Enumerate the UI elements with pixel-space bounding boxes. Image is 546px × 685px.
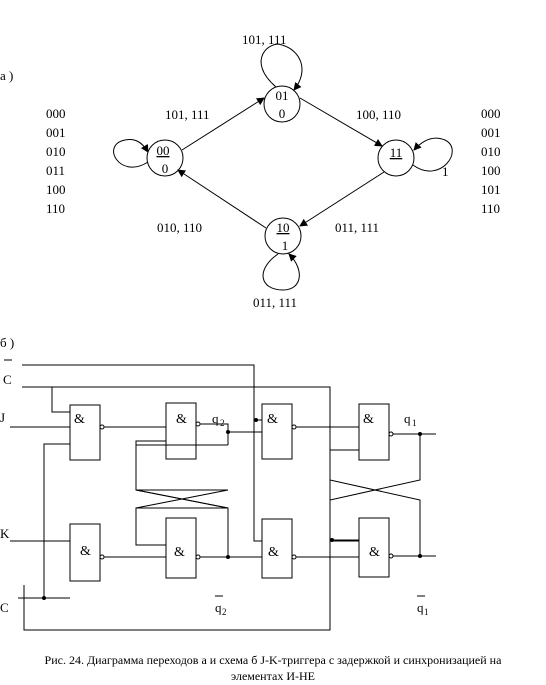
gate-symbol: & <box>80 544 91 559</box>
loop-01-label: 101, 111 <box>242 32 287 47</box>
gate-symbol: & <box>268 545 279 560</box>
gate-symbol: & <box>174 545 185 560</box>
s11-to-s10-label: 011, 111 <box>335 220 379 235</box>
state-10-output: 1 <box>282 238 289 253</box>
input-k-label: K <box>0 526 10 541</box>
part-b-label: б ) <box>0 335 14 350</box>
right-code: 001 <box>481 125 501 140</box>
arrow-10-to-00 <box>177 169 267 229</box>
arrow-00-to-01 <box>181 97 265 151</box>
q1-label: q <box>404 411 411 426</box>
arrow-01-to-11 <box>299 97 383 147</box>
q2-bar-label: q <box>215 600 222 615</box>
left-code: 110 <box>46 201 65 216</box>
gate-symbol: & <box>363 412 374 427</box>
left-code-list: 000 001 010 011 100 110 <box>46 106 66 216</box>
arrow-11-to-10 <box>299 171 385 227</box>
gate-j-input: & <box>69 404 105 461</box>
gate-slave-in-bottom: & <box>261 518 297 579</box>
output-q2: q 2 <box>212 411 225 428</box>
state-10: 10 1 <box>264 217 302 255</box>
state-01-output: 0 <box>279 106 286 121</box>
gate-master-top: & <box>165 402 201 460</box>
right-code-list: 000 001 010 100 101 110 <box>481 106 501 216</box>
s10-to-s00-label: 010, 110 <box>157 220 202 235</box>
q2-subscript: 2 <box>220 418 225 428</box>
s01-to-s11-label: 100, 110 <box>356 107 401 122</box>
left-code: 001 <box>46 125 66 140</box>
right-code: 100 <box>481 163 501 178</box>
caption-line-1: Рис. 24. Диаграмма переходов а и схема б… <box>44 653 502 667</box>
gate-slave-in-top: & <box>261 403 297 460</box>
left-code: 010 <box>46 144 66 159</box>
gate-slave-out-top: & <box>358 403 394 461</box>
left-code: 100 <box>46 182 66 197</box>
input-j-label: J <box>0 410 5 425</box>
state-00-output: 0 <box>162 161 169 176</box>
right-code: 010 <box>481 144 501 159</box>
state-00-code: 00 <box>157 143 170 158</box>
state-10-code: 10 <box>277 220 290 235</box>
left-code: 000 <box>46 106 66 121</box>
left-code: 011 <box>46 163 65 178</box>
caption-line-2: элементах И-НЕ <box>231 669 315 683</box>
state-01: 01 0 <box>263 85 301 123</box>
output-q1: q 1 <box>404 411 417 428</box>
gate-symbol: & <box>267 412 278 427</box>
gate-master-bottom: & <box>165 517 201 579</box>
loop-00-arrow <box>113 139 149 168</box>
gate-k-input: & <box>69 523 105 582</box>
figure-caption: Рис. 24. Диаграмма переходов а и схема б… <box>0 652 546 684</box>
junction-dots <box>42 418 422 600</box>
q1-subscript: 1 <box>412 418 417 428</box>
right-code: 110 <box>481 201 500 216</box>
q1-bar-label: q <box>417 600 424 615</box>
state-01-code: 01 <box>276 88 289 103</box>
q2-label: q <box>212 411 219 426</box>
gate-symbol: & <box>176 412 187 427</box>
loop-01-arrow <box>260 43 303 91</box>
state-11: 11 <box>377 139 415 177</box>
q2-bar-subscript: 2 <box>222 607 227 617</box>
right-code: 101 <box>481 182 501 197</box>
wiring <box>10 364 436 631</box>
gate-symbol: & <box>74 412 85 427</box>
loop-10-arrow <box>262 253 300 291</box>
state-00: 00 0 <box>146 139 184 177</box>
loop-10-label: 011, 111 <box>253 295 297 310</box>
right-code: 000 <box>481 106 501 121</box>
output-q1-bar: q 1 <box>417 595 429 617</box>
s00-to-s01-label: 101, 111 <box>165 107 210 122</box>
state-11-code: 11 <box>390 145 403 160</box>
part-a-label: а ) <box>0 68 13 83</box>
q1-bar-subscript: 1 <box>424 607 429 617</box>
loop-11-arrow <box>412 137 453 172</box>
input-c-label: C <box>0 600 9 615</box>
gate-slave-out-bottom: & <box>358 517 394 578</box>
loop-11-label: 1 <box>442 164 449 179</box>
input-c-bar-label: C <box>3 372 12 387</box>
output-q2-bar: q 2 <box>215 595 227 617</box>
gate-symbol: & <box>369 545 380 560</box>
